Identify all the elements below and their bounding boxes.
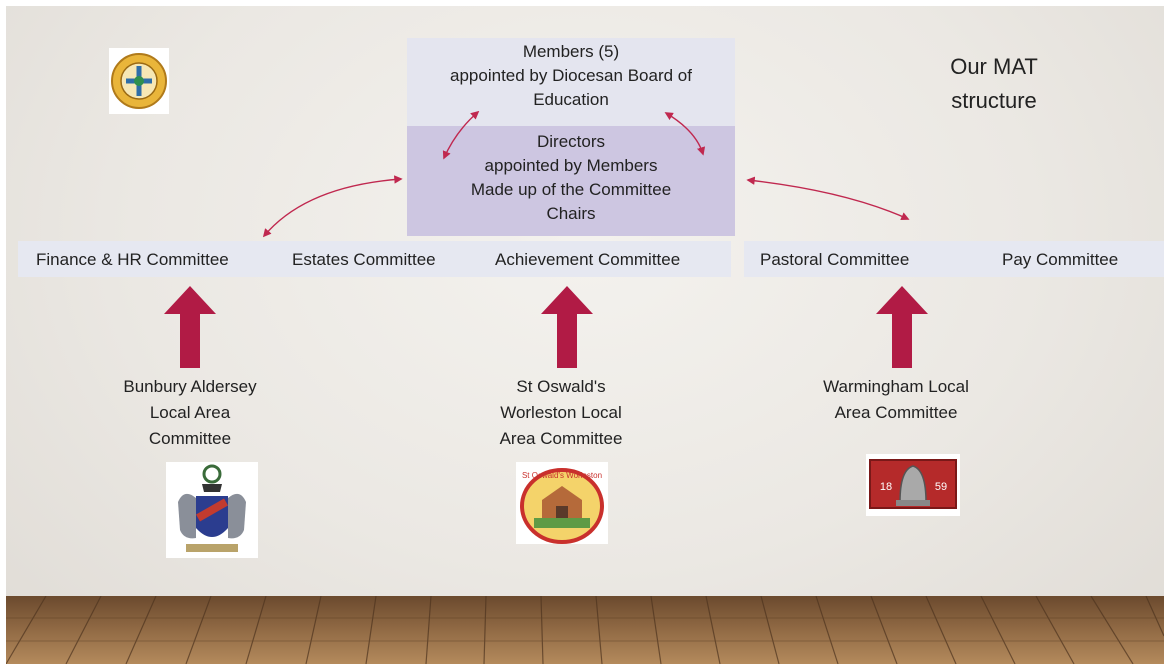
committee-achievement: Achievement Committee — [495, 250, 681, 269]
warmingham-logo-year-right: 59 — [935, 481, 947, 493]
lac-line: Local Area — [149, 403, 231, 422]
members-directors-connector-right — [664, 112, 706, 156]
directors-line: Chairs — [546, 204, 596, 223]
committee-band-right — [744, 241, 1164, 277]
local-area-committee-warmingham: Warmingham Local Area Committee — [806, 374, 986, 426]
members-line: Education — [533, 90, 609, 109]
st-oswalds-worleston-badge-logo: St Oswald's Worleston — [516, 462, 608, 544]
wooden-floor — [6, 596, 1164, 664]
warmingham-logo-year-left: 18 — [880, 481, 892, 493]
lac-line: Area Committee — [499, 429, 623, 448]
up-arrow-right — [876, 286, 928, 368]
directors-line: Made up of the Committee — [470, 180, 672, 199]
lac-line: Worleston Local — [500, 403, 622, 422]
committee-pay: Pay Committee — [1002, 250, 1119, 269]
slide-title-line: Our MAT — [950, 54, 1038, 79]
committee-pastoral: Pastoral Committee — [760, 250, 910, 269]
members-directors-connector-left — [442, 110, 480, 160]
directors-line: Directors — [536, 132, 605, 151]
slide: Our MAT structure Members (5) appointed b… — [6, 6, 1164, 664]
bunbury-aldersey-crest-logo — [166, 462, 258, 558]
warmingham-bell-badge-logo: 18 59 — [866, 454, 960, 516]
local-area-committee-st-oswalds: St Oswald's Worleston Local Area Committ… — [481, 374, 641, 452]
st-oswalds-logo-text: St Oswald's Worleston — [522, 471, 602, 480]
trust-logo — [109, 48, 169, 114]
committee-finance-hr: Finance & HR Committee — [36, 250, 229, 269]
lac-line: Area Committee — [834, 403, 958, 422]
lac-line: St Oswald's — [516, 377, 606, 396]
up-arrow-left — [164, 286, 216, 368]
lac-line: Warmingham Local — [823, 377, 969, 396]
slide-title-line: structure — [951, 88, 1037, 113]
lac-line: Bunbury Aldersey — [123, 377, 257, 396]
directors-left-committees-connector — [262, 175, 403, 238]
directors-right-committees-connector — [746, 176, 910, 221]
connector-arrows — [262, 110, 910, 238]
directors-line: appointed by Members — [484, 156, 658, 175]
lac-line: Committee — [148, 429, 232, 448]
committee-band-left — [18, 241, 731, 277]
committee-estates: Estates Committee — [292, 250, 436, 269]
members-line: Members (5) — [522, 42, 620, 61]
members-line: appointed by Diocesan Board of — [450, 66, 692, 85]
local-area-committee-bunbury: Bunbury Aldersey Local Area Committee — [110, 374, 270, 452]
up-arrow-middle — [541, 286, 593, 368]
slide-title: Our MAT structure — [924, 50, 1064, 118]
